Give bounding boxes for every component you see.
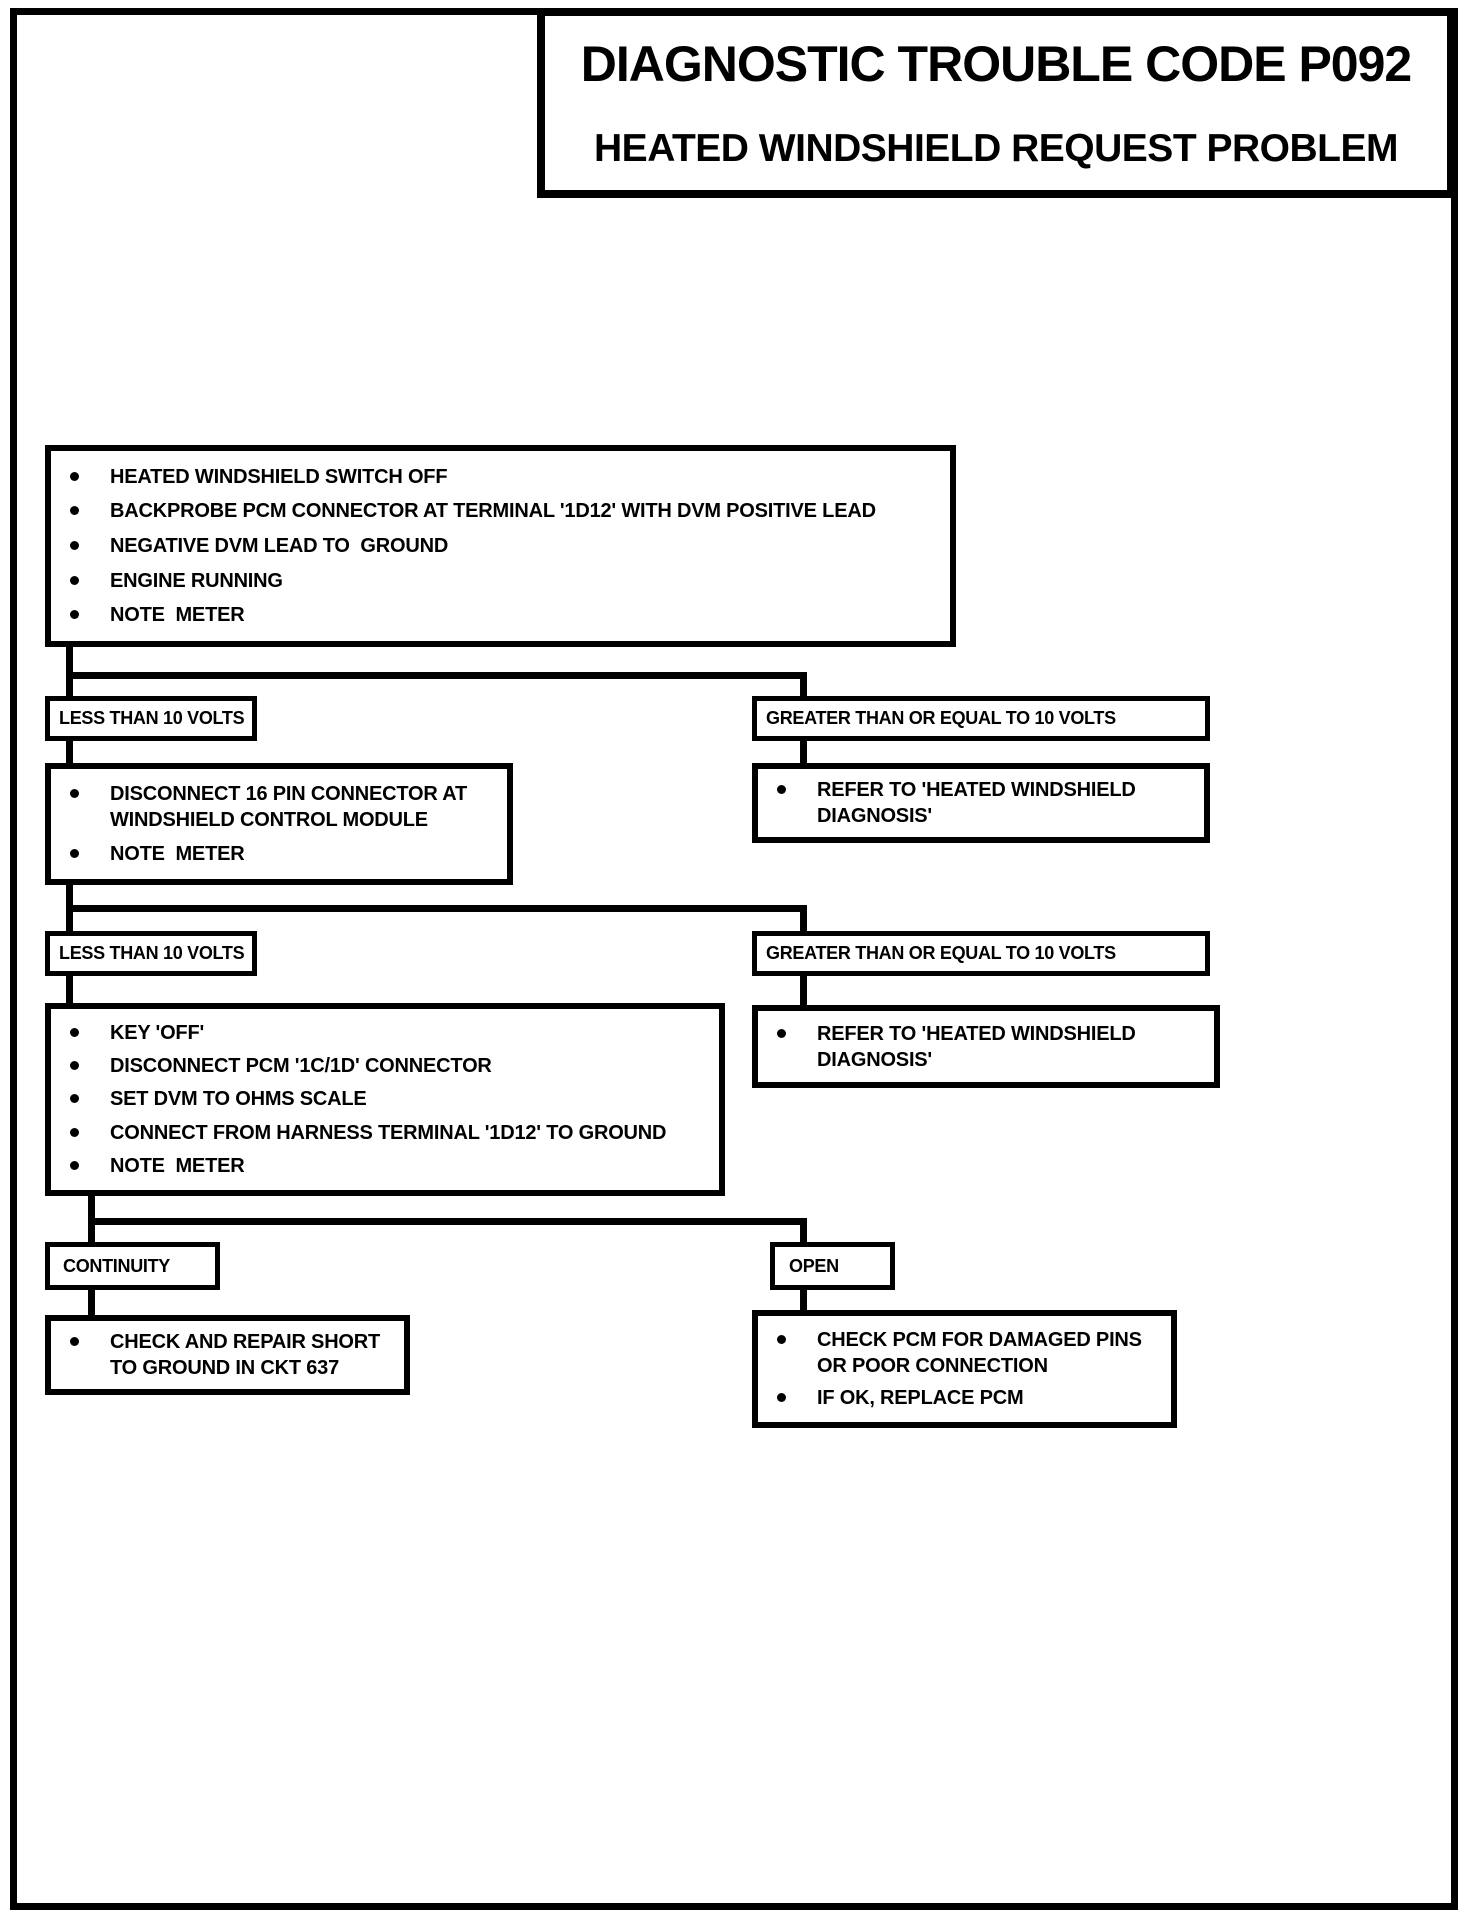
bullet-item: DISCONNECT 16 PIN CONNECTOR AT WINDSHIEL… [70, 781, 499, 833]
bullet-icon [70, 575, 79, 585]
connector-line [66, 741, 73, 763]
decision-label-continuity: CONTINUITY [45, 1242, 220, 1290]
connector-line [800, 1290, 807, 1310]
bullet-text: HEATED WINDSHIELD SWITCH OFF [110, 465, 448, 488]
bullet-item: REFER TO 'HEATED WINDSHIELD DIAGNOSIS' [777, 1021, 1206, 1073]
bullet-icon [777, 1334, 786, 1344]
bullet-list: HEATED WINDSHIELD SWITCH OFF BACKPROBE PC… [51, 451, 950, 641]
bullet-icon [70, 849, 79, 858]
bullet-list: CHECK AND REPAIR SHORT TO GROUND IN CKT … [51, 1321, 404, 1389]
bullet-text: CHECK PCM FOR DAMAGED PINS OR POOR CONNE… [817, 1328, 1148, 1377]
page-subtitle: HEATED WINDSHIELD REQUEST PROBLEM [594, 127, 1398, 170]
bullet-text: REFER TO 'HEATED WINDSHIELD DIAGNOSIS' [817, 1022, 1141, 1071]
decision-label-greater-equal-10-volts: GREATER THAN OR EQUAL TO 10 VOLTS [752, 931, 1210, 976]
bullet-icon [70, 506, 79, 516]
bullet-item: CHECK PCM FOR DAMAGED PINS OR POOR CONNE… [777, 1327, 1163, 1379]
bullet-text: CHECK AND REPAIR SHORT TO GROUND IN CKT … [110, 1331, 386, 1379]
connector-line [66, 905, 807, 912]
connector-line [800, 905, 807, 931]
bullet-icon [70, 610, 79, 620]
bullet-text: BACKPROBE PCM CONNECTOR AT TERMINAL '1D1… [110, 500, 876, 523]
connector-line [800, 976, 807, 1005]
decision-label-text: LESS THAN 10 VOLTS [59, 708, 245, 728]
bullet-item: NOTE METER [70, 841, 499, 867]
refer-diagnosis-box: REFER TO 'HEATED WINDSHIELD DIAGNOSIS' [752, 763, 1210, 843]
bullet-list: KEY 'OFF' DISCONNECT PCM '1C/1D' CONNECTO… [51, 1009, 719, 1190]
bullet-icon [70, 1337, 79, 1346]
bullet-text: DISCONNECT 16 PIN CONNECTOR AT WINDSHIEL… [110, 783, 473, 831]
initial-steps-box: HEATED WINDSHIELD SWITCH OFF BACKPROBE PC… [45, 445, 956, 647]
bullet-icon [777, 1393, 786, 1403]
bullet-item: IF OK, REPLACE PCM [777, 1385, 1163, 1411]
bullet-text: DISCONNECT PCM '1C/1D' CONNECTOR [110, 1055, 492, 1078]
bullet-icon [777, 1028, 786, 1038]
bullet-text: NEGATIVE DVM LEAD TO GROUND [110, 534, 449, 557]
bullet-item: BACKPROBE PCM CONNECTOR AT TERMINAL '1D1… [70, 498, 942, 524]
bullet-item: NEGATIVE DVM LEAD TO GROUND [70, 533, 942, 559]
bullet-text: REFER TO 'HEATED WINDSHIELD DIAGNOSIS' [817, 779, 1141, 827]
connector-line [66, 647, 73, 696]
bullet-text: NOTE METER [110, 843, 245, 865]
decision-label-greater-equal-10-volts: GREATER THAN OR EQUAL TO 10 VOLTS [752, 696, 1210, 741]
title-box: DIAGNOSTIC TROUBLE CODE P092 HEATED WIND… [537, 8, 1455, 198]
refer-diagnosis-box: REFER TO 'HEATED WINDSHIELD DIAGNOSIS' [752, 1005, 1220, 1088]
page-title: DIAGNOSTIC TROUBLE CODE P092 [580, 36, 1412, 92]
decision-label-less-than-10-volts: LESS THAN 10 VOLTS [45, 696, 257, 741]
connector-line [800, 672, 807, 696]
bullet-text: ENGINE RUNNING [110, 569, 283, 592]
decision-label-text: CONTINUITY [63, 1255, 170, 1276]
bullet-icon [70, 471, 79, 481]
bullet-list: CHECK PCM FOR DAMAGED PINS OR POOR CONNE… [758, 1316, 1171, 1422]
bullet-item: ENGINE RUNNING [70, 568, 942, 594]
connector-line [66, 976, 73, 1003]
bullet-text: NOTE METER [110, 1154, 245, 1177]
bullet-icon [70, 540, 79, 550]
bullet-item: KEY 'OFF' [70, 1020, 711, 1046]
bullet-list: REFER TO 'HEATED WINDSHIELD DIAGNOSIS' [758, 769, 1204, 837]
bullet-icon [70, 789, 79, 798]
bullet-icon [777, 785, 786, 794]
bullet-icon [70, 1028, 79, 1038]
connector-line [88, 1290, 95, 1315]
disconnect-connector-box: DISCONNECT 16 PIN CONNECTOR AT WINDSHIEL… [45, 763, 513, 885]
bullet-list: REFER TO 'HEATED WINDSHIELD DIAGNOSIS' [758, 1011, 1214, 1082]
connector-line [800, 741, 807, 763]
bullet-item: DISCONNECT PCM '1C/1D' CONNECTOR [70, 1053, 711, 1079]
bullet-icon [70, 1127, 79, 1137]
bullet-text: IF OK, REPLACE PCM [817, 1387, 1024, 1410]
bullet-item: REFER TO 'HEATED WINDSHIELD DIAGNOSIS' [777, 777, 1196, 829]
decision-label-open: OPEN [770, 1242, 895, 1290]
bullet-item: CONNECT FROM HARNESS TERMINAL '1D12' TO … [70, 1120, 711, 1146]
decision-label-text: GREATER THAN OR EQUAL TO 10 VOLTS [766, 708, 1116, 728]
connector-line [88, 1218, 807, 1225]
check-pcm-box: CHECK PCM FOR DAMAGED PINS OR POOR CONNE… [752, 1310, 1177, 1428]
decision-label-text: GREATER THAN OR EQUAL TO 10 VOLTS [766, 943, 1116, 963]
ohms-test-steps-box: KEY 'OFF' DISCONNECT PCM '1C/1D' CONNECTO… [45, 1003, 725, 1196]
bullet-text: NOTE METER [110, 604, 245, 627]
connector-line [66, 672, 807, 679]
bullet-item: NOTE METER [70, 602, 942, 628]
bullet-icon [70, 1061, 79, 1071]
decision-label-less-than-10-volts: LESS THAN 10 VOLTS [45, 931, 257, 976]
bullet-item: HEATED WINDSHIELD SWITCH OFF [70, 464, 942, 490]
bullet-text: SET DVM TO OHMS SCALE [110, 1088, 367, 1111]
connector-line [800, 1218, 807, 1242]
bullet-text: KEY 'OFF' [110, 1022, 205, 1045]
repair-short-box: CHECK AND REPAIR SHORT TO GROUND IN CKT … [45, 1315, 410, 1395]
bullet-item: CHECK AND REPAIR SHORT TO GROUND IN CKT … [70, 1329, 396, 1381]
bullet-text: CONNECT FROM HARNESS TERMINAL '1D12' TO … [110, 1121, 667, 1144]
decision-label-text: OPEN [789, 1255, 839, 1276]
bullet-item: NOTE METER [70, 1153, 711, 1179]
decision-label-text: LESS THAN 10 VOLTS [59, 943, 245, 963]
bullet-icon [70, 1094, 79, 1104]
bullet-list: DISCONNECT 16 PIN CONNECTOR AT WINDSHIEL… [51, 769, 507, 879]
bullet-icon [70, 1160, 79, 1170]
bullet-item: SET DVM TO OHMS SCALE [70, 1086, 711, 1112]
